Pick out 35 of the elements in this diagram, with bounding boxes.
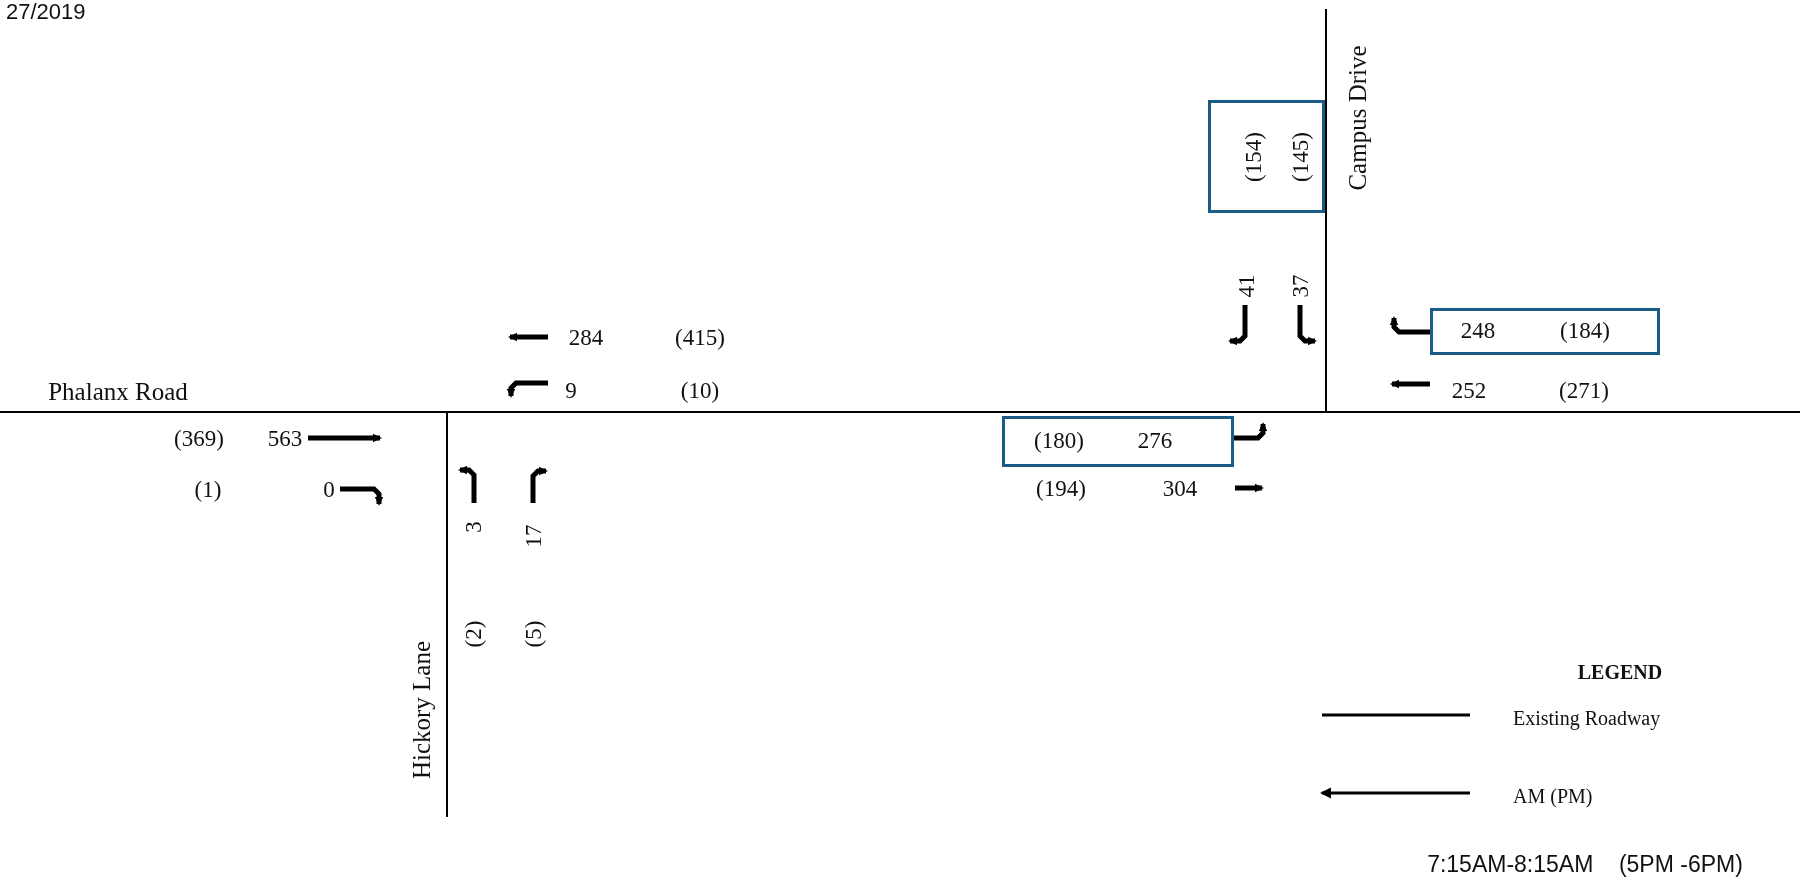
highlight-box	[1430, 308, 1660, 355]
volume-number: (145)	[1288, 132, 1312, 182]
volume-number: 304	[1162, 476, 1198, 500]
volume-number: 17	[521, 524, 545, 548]
highlight-box	[1208, 100, 1325, 213]
volume-number: 0	[323, 477, 335, 501]
time-period-note: 7:15AM-8:15AM (5PM -6PM)	[1427, 852, 1743, 876]
volume-number: (271)	[1559, 378, 1609, 402]
volume-number: 248	[1460, 318, 1496, 342]
street-name: Phalanx Road	[48, 378, 188, 404]
street-name: Hickory Lane	[408, 640, 434, 780]
legend-text: AM (PM)	[1513, 786, 1593, 806]
volume-number: (194)	[1036, 476, 1086, 500]
volume-number: (5)	[521, 620, 545, 648]
volume-number: 37	[1288, 274, 1312, 298]
volume-number: 284	[568, 325, 604, 349]
volume-number: (10)	[680, 378, 720, 402]
volume-number: 9	[565, 378, 577, 402]
volume-number: 276	[1137, 428, 1173, 452]
legend-title: LEGEND	[1577, 662, 1663, 682]
volume-number: (1)	[194, 477, 222, 501]
volume-number: 252	[1451, 378, 1487, 402]
volume-number: 563	[267, 426, 303, 450]
volume-number: (369)	[174, 426, 224, 450]
volume-number: (154)	[1241, 132, 1265, 182]
street-name: Campus Drive	[1344, 45, 1370, 191]
legend-text: Existing Roadway	[1513, 708, 1661, 728]
volume-number: 3	[461, 521, 485, 533]
date-text: 27/2019	[6, 1, 86, 23]
volume-number: (415)	[675, 325, 725, 349]
volume-number: (180)	[1034, 428, 1084, 452]
volume-number: (2)	[461, 620, 485, 648]
volume-number: (184)	[1560, 318, 1610, 342]
volume-number: 41	[1234, 274, 1258, 298]
highlight-box	[1002, 416, 1234, 467]
